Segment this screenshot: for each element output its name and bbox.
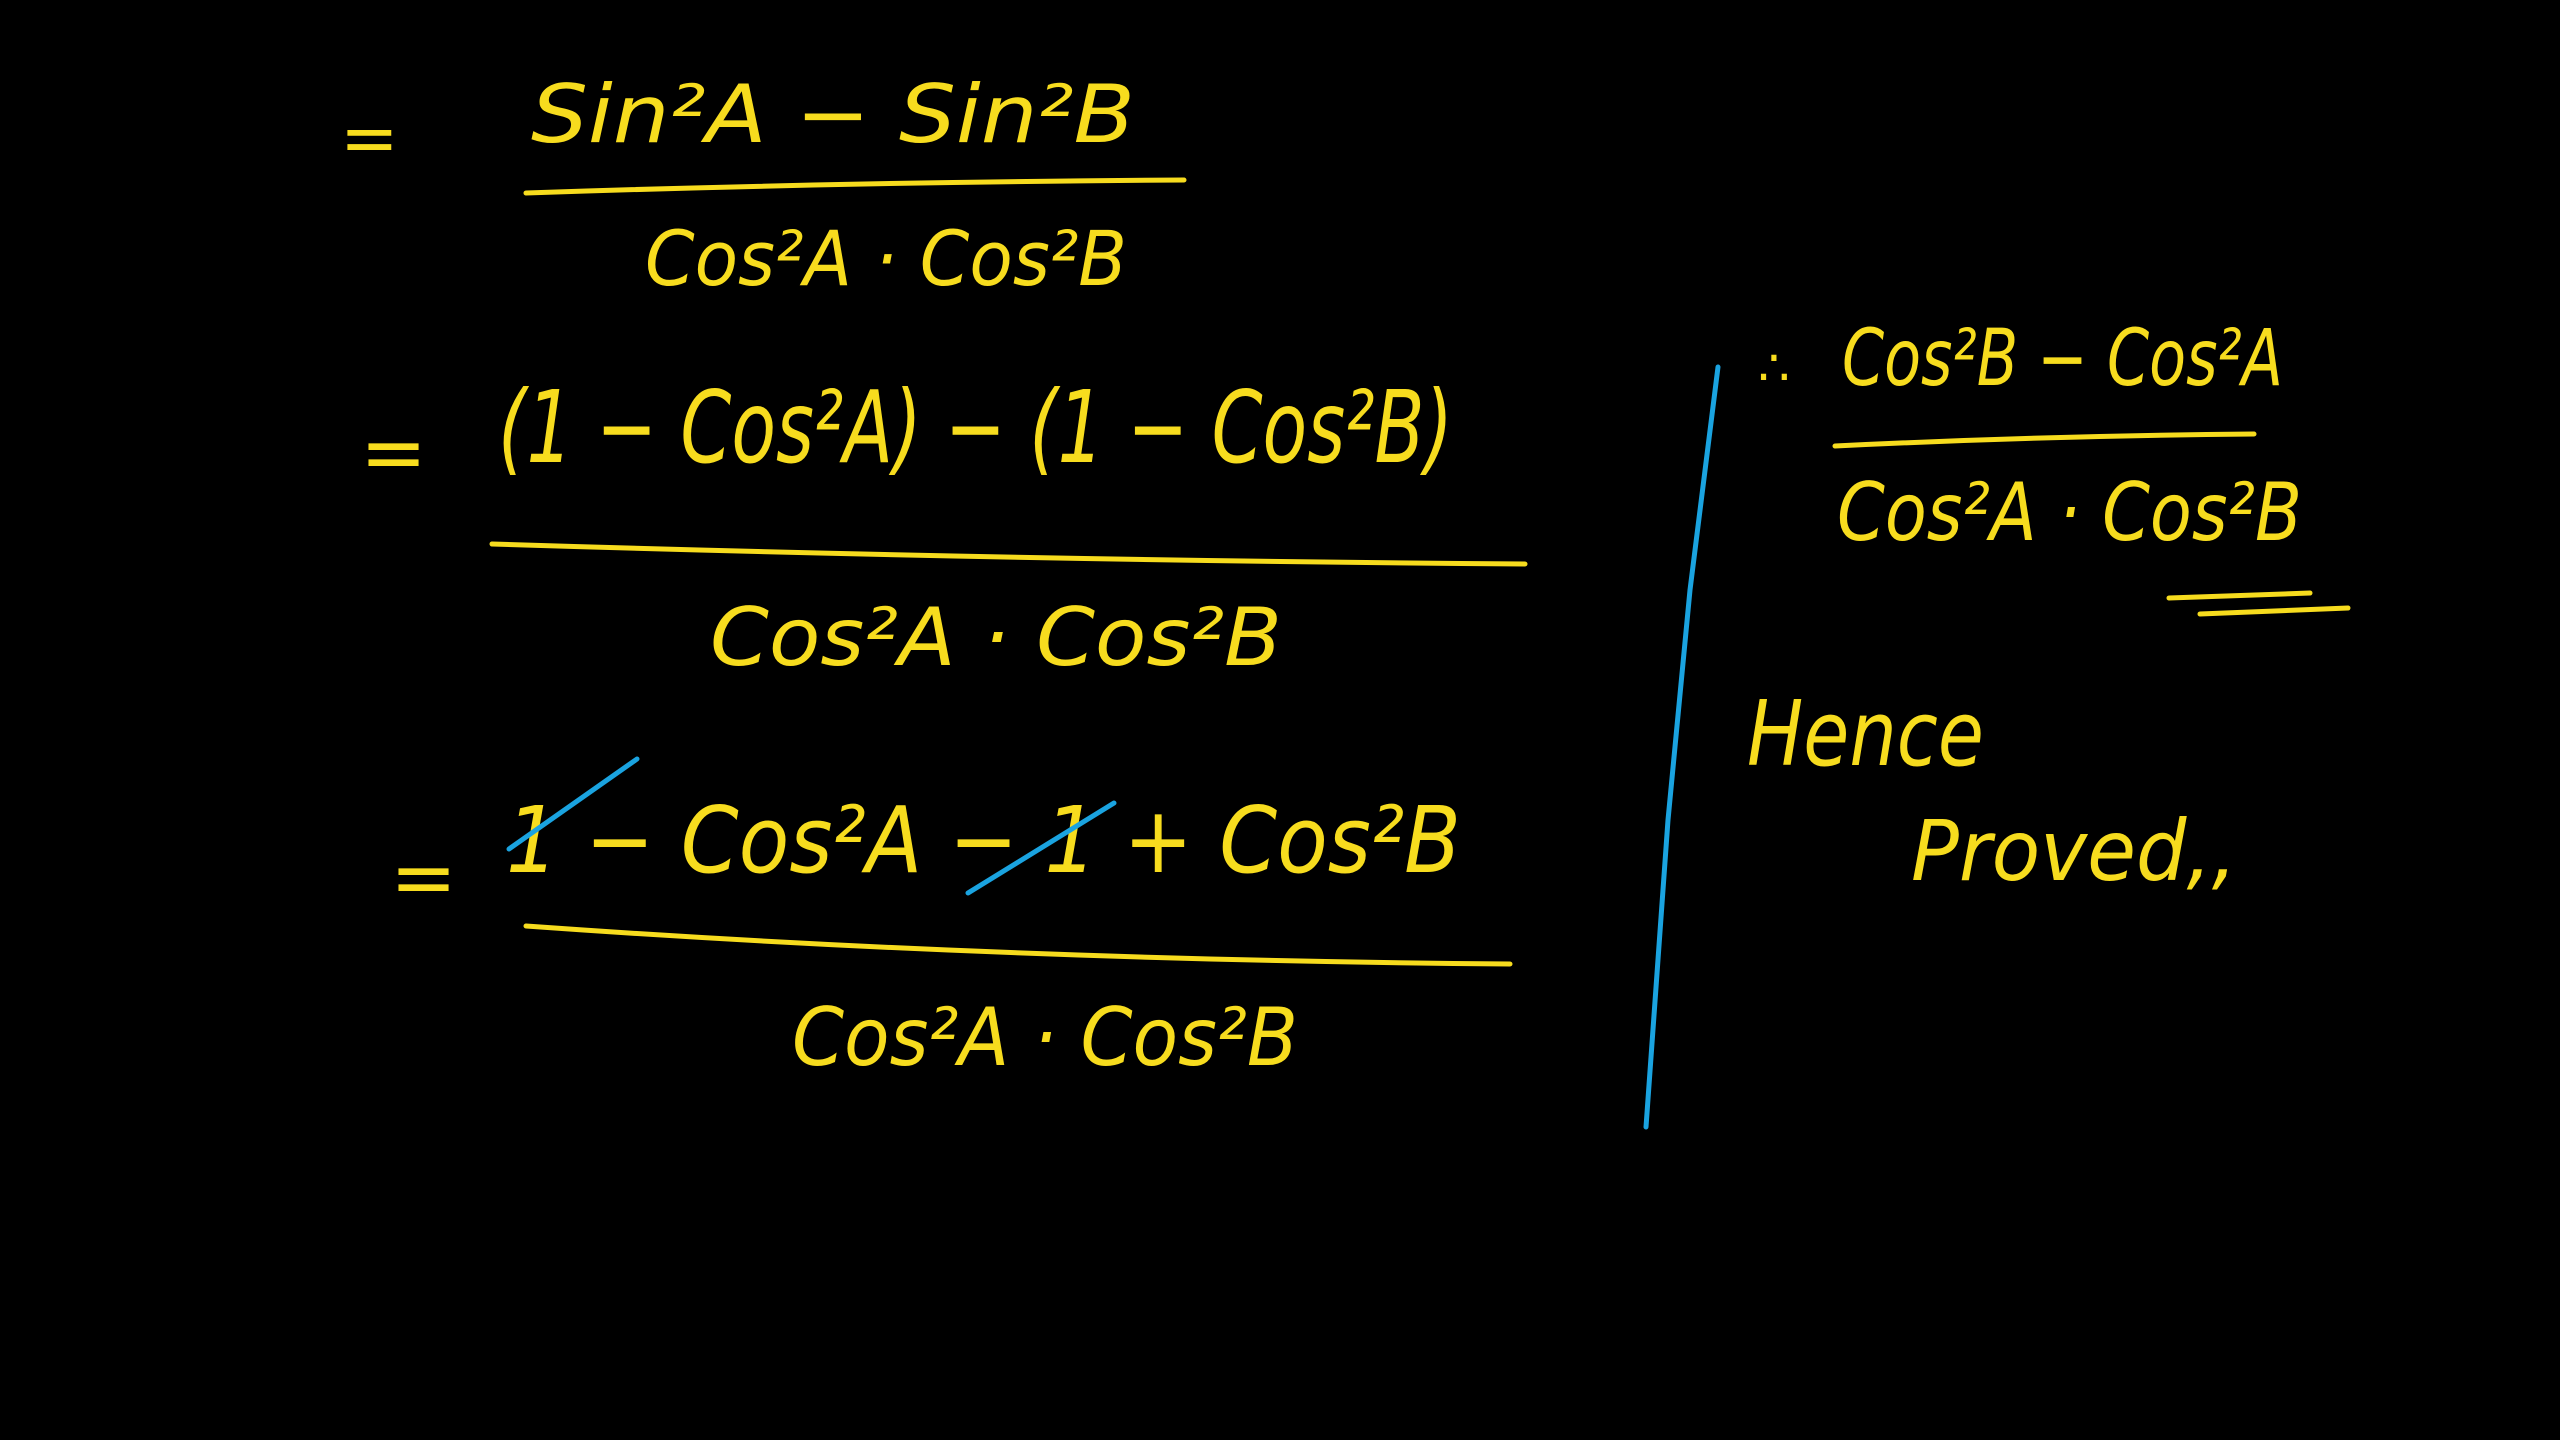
equals-sign: = bbox=[340, 97, 399, 179]
step-2: = (1 − Cos²A) − (1 − Cos²B) Cos²A · Cos²… bbox=[360, 369, 1528, 684]
fraction-bar bbox=[523, 177, 1187, 196]
therefore-symbol: ∴ bbox=[1758, 339, 1790, 397]
conclusion-proved: Proved,, bbox=[1911, 802, 2237, 900]
step-1: = Sin²A − Sin²B Cos²A · Cos²B bbox=[340, 68, 1187, 303]
numerator: Sin²A − Sin²B bbox=[531, 68, 1135, 161]
cancel-strike-2 bbox=[965, 800, 1117, 896]
conclusion-hence: Hence bbox=[1747, 682, 1984, 787]
divider-line bbox=[1643, 364, 1721, 1130]
result: ∴ Cos²B − Cos²A Cos²A · Cos²B Hence Prov… bbox=[1747, 314, 2351, 900]
cancel-strike-1 bbox=[506, 756, 640, 852]
result-numerator: Cos²B − Cos²A bbox=[1842, 314, 2283, 404]
numerator: 1 − Cos²A − 1 + Cos²B bbox=[506, 787, 1461, 894]
equals-sign: = bbox=[390, 831, 457, 924]
numerator: (1 − Cos²A) − (1 − Cos²B) bbox=[498, 369, 1453, 486]
equals-sign: = bbox=[360, 406, 427, 499]
fraction-bar bbox=[1832, 431, 2257, 449]
fraction-bar bbox=[489, 541, 1528, 567]
result-denominator: Cos²A · Cos²B bbox=[1837, 466, 2302, 559]
fraction-bar bbox=[523, 923, 1513, 967]
denominator: Cos²A · Cos²B bbox=[710, 591, 1282, 684]
denominator: Cos²A · Cos²B bbox=[792, 991, 1298, 1084]
double-underline-top bbox=[2166, 590, 2313, 601]
denominator: Cos²A · Cos²B bbox=[645, 214, 1127, 303]
step-3: = 1 − Cos²A − 1 + Cos²B Cos²A · Cos²B bbox=[390, 756, 1513, 1084]
double-underline-bottom bbox=[2197, 605, 2351, 617]
